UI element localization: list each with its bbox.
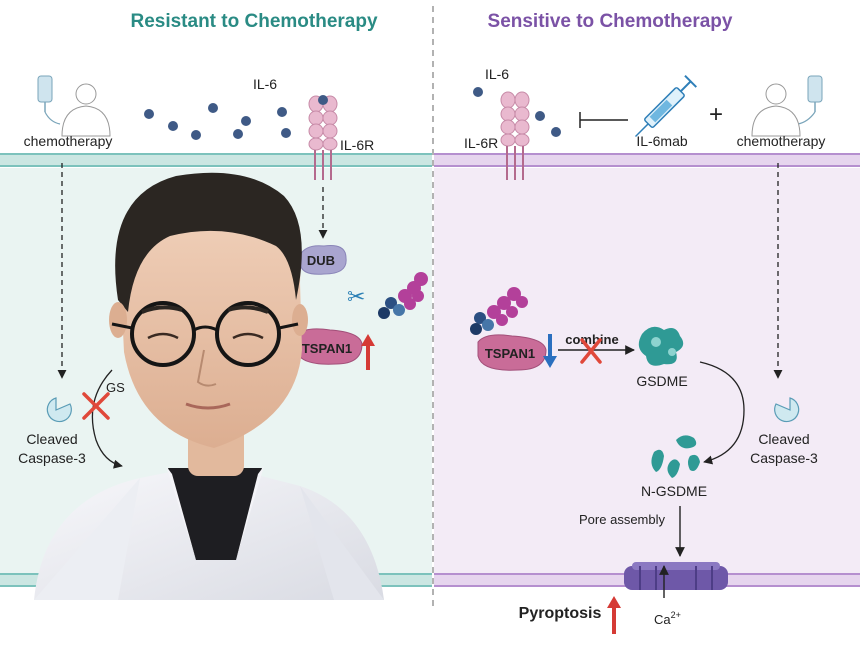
combine-label: combine xyxy=(565,332,618,347)
right-patient-icon xyxy=(751,75,823,137)
left-il6-molecules xyxy=(144,97,327,140)
right-ubiquitin-chain xyxy=(470,287,528,335)
calcium-label: Ca2+ xyxy=(654,610,681,627)
left-caspase-icon xyxy=(46,397,72,423)
left-patient-icon xyxy=(37,75,111,137)
left-il6-label: IL-6 xyxy=(253,76,277,92)
gsdme-pore xyxy=(624,562,728,598)
right-title: Sensitive to Chemotherapy xyxy=(488,11,733,32)
pore-assembly-label: Pore assembly xyxy=(579,512,665,527)
left-cleaved-label: Cleaved xyxy=(26,431,77,447)
right-block-x xyxy=(580,338,602,364)
left-block-x xyxy=(82,392,110,420)
calcium-superscript: 2+ xyxy=(671,610,681,620)
right-tspan1-shape xyxy=(477,334,547,371)
dub-label: DUB xyxy=(307,253,335,268)
dub-shape xyxy=(299,245,347,275)
left-caspase3-label: Caspase-3 xyxy=(18,450,86,466)
gsdme-label: GSDME xyxy=(636,373,687,389)
left-membrane-top xyxy=(0,153,432,167)
right-il6r-label: IL-6R xyxy=(464,135,498,151)
left-title: Resistant to Chemotherapy xyxy=(130,11,377,32)
right-cleaved-label: Cleaved xyxy=(758,431,809,447)
tspan1-up-arrow xyxy=(361,334,375,370)
il6mab-label: IL-6mab xyxy=(636,133,688,149)
left-il6r-label: IL-6R xyxy=(340,137,374,153)
left-tspan1-shape xyxy=(295,328,363,365)
portrait-photo xyxy=(34,172,384,600)
right-caspase-icon xyxy=(774,397,800,423)
pyroptosis-label: Pyroptosis xyxy=(519,605,602,622)
right-tspan1-label: TSPAN1 xyxy=(485,346,535,361)
pyroptosis-up-arrow xyxy=(607,596,621,634)
left-curved-arrow xyxy=(91,369,123,469)
right-curved-arrow xyxy=(699,361,745,465)
right-membrane-top xyxy=(434,153,860,167)
syringe-icon xyxy=(634,75,697,138)
right-chemotherapy-label: chemotherapy xyxy=(737,133,826,149)
tspan1-down-arrow xyxy=(543,334,557,368)
left-chemotherapy-label: chemotherapy xyxy=(24,133,113,149)
n-gsdme-fragments xyxy=(651,435,700,478)
scissors-icon: ✂ xyxy=(347,285,365,310)
left-gs-label: GS xyxy=(106,380,125,395)
right-caspase3-label: Caspase-3 xyxy=(750,450,818,466)
inhibition-bar xyxy=(579,112,628,128)
plus-sign: + xyxy=(709,101,723,128)
n-gsdme-label: N-GSDME xyxy=(641,483,707,499)
right-il6-molecules xyxy=(473,87,561,137)
left-tspan1-label: TSPAN1 xyxy=(302,341,352,356)
right-il6r-receptor xyxy=(500,91,530,180)
right-cell-panel xyxy=(434,168,860,578)
gsdme-shape xyxy=(638,326,684,366)
left-il6r-receptor xyxy=(308,95,338,180)
left-ubiquitin-chain xyxy=(378,272,428,319)
right-il6-label: IL-6 xyxy=(485,66,509,82)
